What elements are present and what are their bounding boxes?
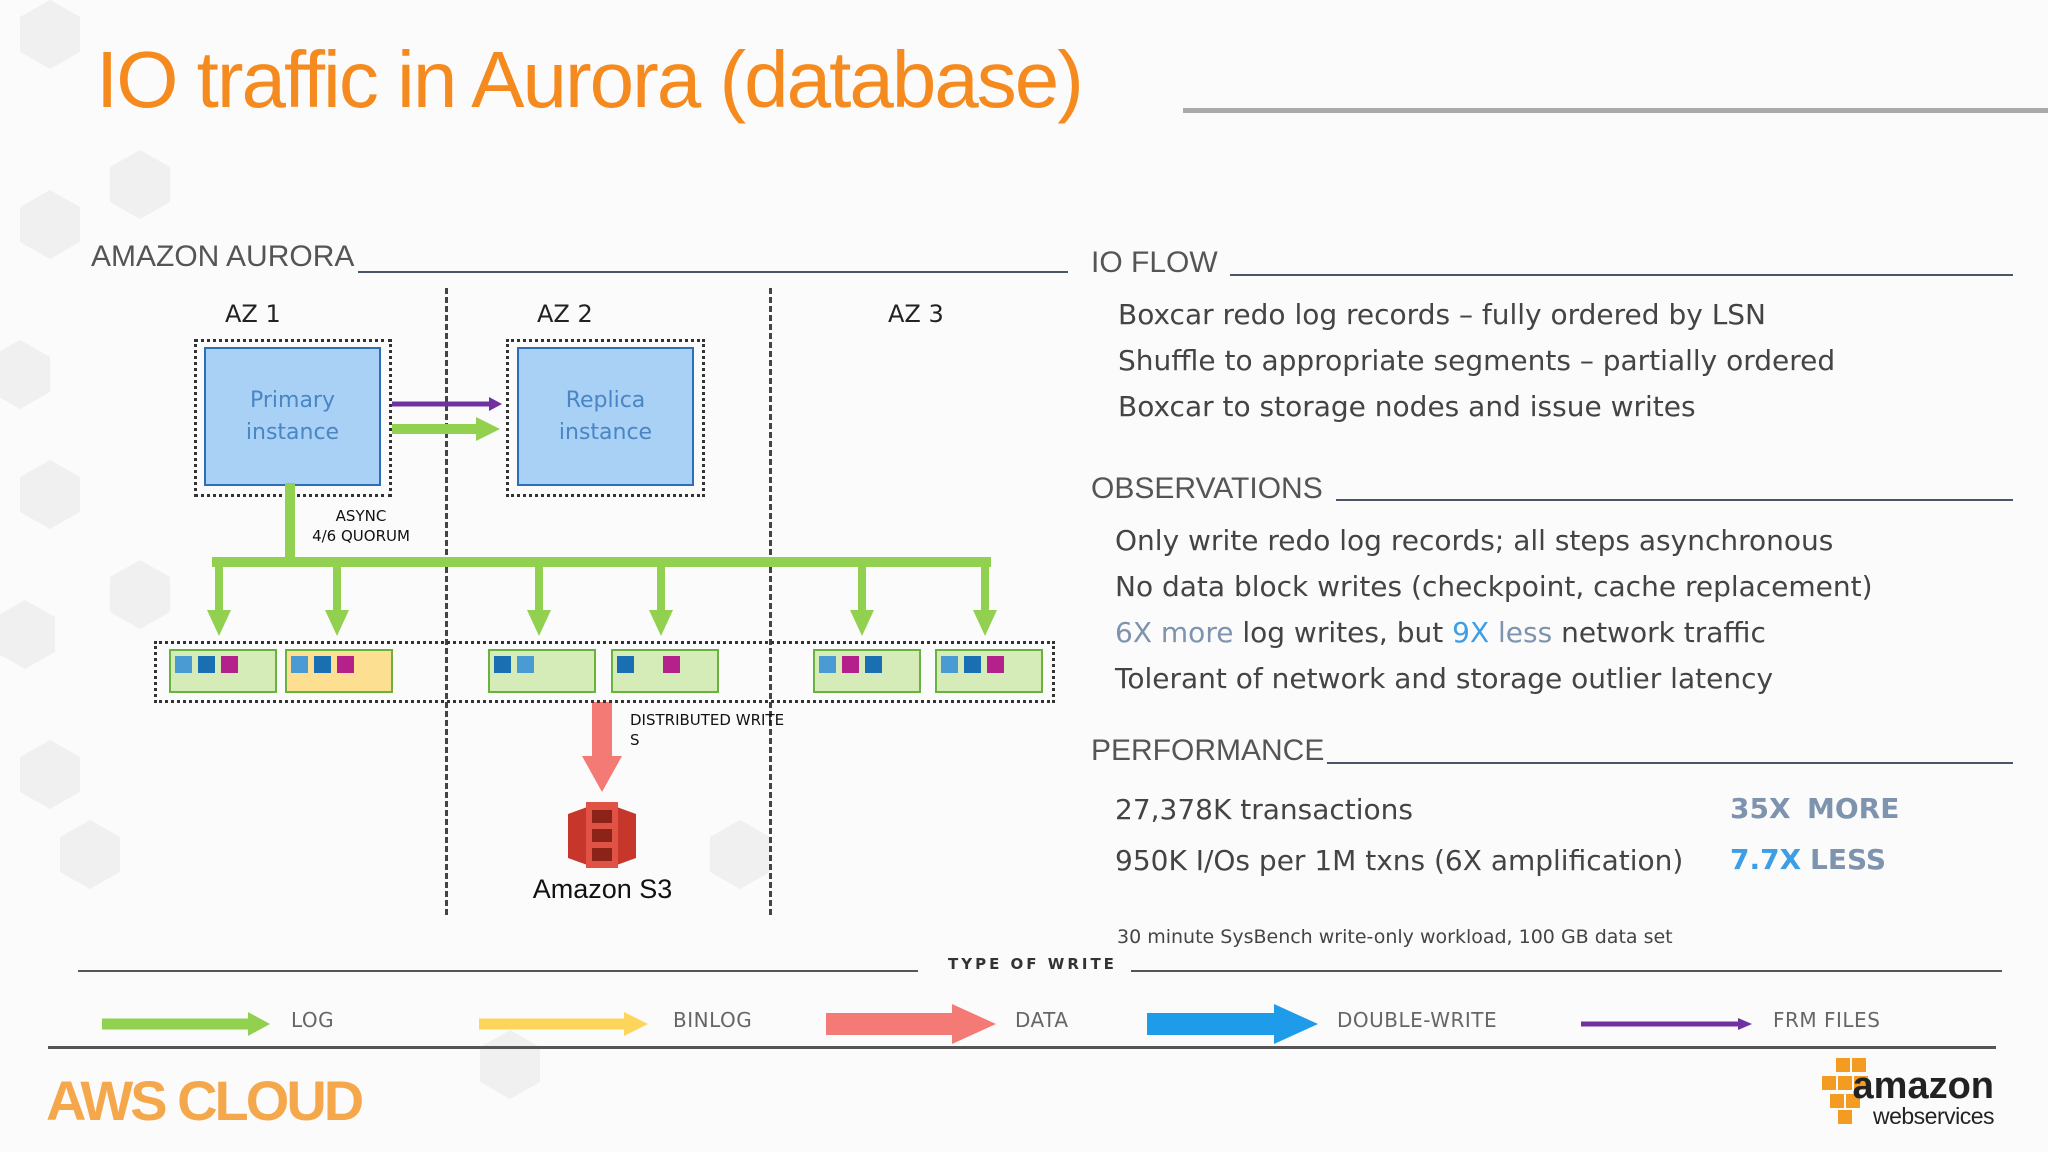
perf-word-more: MORE	[1807, 792, 1900, 825]
page-title: IO traffic in Aurora (database)	[96, 35, 1084, 124]
aws-cubes-logo-icon	[1822, 1058, 1868, 1124]
az3-label: AZ 3	[888, 300, 944, 328]
az1-label: AZ 1	[225, 300, 281, 328]
amazon-web-services-logo: amazon webservices	[1852, 1065, 1995, 1129]
legend-label-double-write: DOUBLE-WRITE	[1337, 1008, 1498, 1032]
storage-segment	[488, 649, 596, 693]
storage-segment	[813, 649, 921, 693]
legend-arrows	[102, 1004, 1752, 1044]
perf-word-less: LESS	[1810, 843, 1887, 876]
observation-item: 6X more log writes, but 9X less network …	[1115, 616, 1766, 649]
amazon-s3-icon	[568, 802, 636, 868]
section-heading-observations: OBSERVATIONS	[1091, 472, 1323, 505]
perf-row-transactions: 27,378K transactions	[1115, 793, 1413, 826]
observations-list: Only write redo log records; all steps a…	[1115, 524, 1873, 708]
io-flow-list: Boxcar redo log records – fully ordered …	[1118, 298, 1835, 436]
perf-factor-7.7x: 7.7X	[1730, 843, 1802, 876]
storage-segment	[169, 649, 277, 693]
storage-segment	[285, 649, 393, 693]
storage-segment	[611, 649, 719, 693]
observation-item: Only write redo log records; all steps a…	[1115, 524, 1834, 557]
observations-rule	[1336, 499, 2013, 501]
distributed-writes-label: DISTRIBUTED WRITE S	[630, 711, 785, 750]
section-heading-performance: PERFORMANCE	[1091, 734, 1325, 767]
legend-rule-right	[1131, 970, 2002, 972]
perf-row-ios: 950K I/Os per 1M txns (6X amplification)	[1115, 844, 1684, 877]
legend-heading: TYPE OF WRITE	[948, 955, 1117, 973]
storage-segment	[935, 649, 1043, 693]
amazon-s3-label: Amazon S3	[532, 874, 673, 904]
io-flow-item: Boxcar to storage nodes and issue writes	[1118, 390, 1696, 423]
legend-rule-left	[78, 970, 918, 972]
io-flow-item: Boxcar redo log records – fully ordered …	[1118, 298, 1767, 331]
az-divider-2	[769, 288, 772, 915]
title-rule	[1183, 108, 2048, 113]
aws-cloud-brand: AWS CLOUD	[46, 1069, 364, 1132]
az2-label: AZ 2	[537, 300, 593, 328]
footer-rule	[48, 1046, 1996, 1049]
section-heading-io-flow: IO FLOW	[1091, 246, 1218, 279]
legend-label-data: DATA	[1015, 1008, 1069, 1032]
legend-label-binlog: BINLOG	[673, 1008, 753, 1032]
async-quorum-label: ASYNC 4/6 QUORUM	[312, 507, 410, 546]
perf-factor-35x: 35X	[1730, 792, 1791, 825]
replica-instance-group	[506, 339, 705, 497]
observation-item: No data block writes (checkpoint, cache …	[1115, 570, 1873, 603]
observation-item: Tolerant of network and storage outlier …	[1115, 662, 1774, 695]
storage-nodes-group	[154, 641, 1055, 703]
io-flow-item: Shuffle to appropriate segments – partia…	[1118, 344, 1836, 377]
section-heading-aurora: AMAZON AURORA	[91, 240, 355, 273]
performance-rule	[1327, 762, 2013, 764]
perf-footnote: 30 minute SysBench write-only workload, …	[1117, 926, 1673, 948]
az-divider-1	[445, 288, 448, 915]
aurora-rule	[358, 271, 1068, 273]
io-flow-rule	[1230, 274, 2013, 276]
legend-label-frm-files: FRM FILES	[1773, 1008, 1881, 1032]
legend-label-log: LOG	[291, 1008, 335, 1032]
